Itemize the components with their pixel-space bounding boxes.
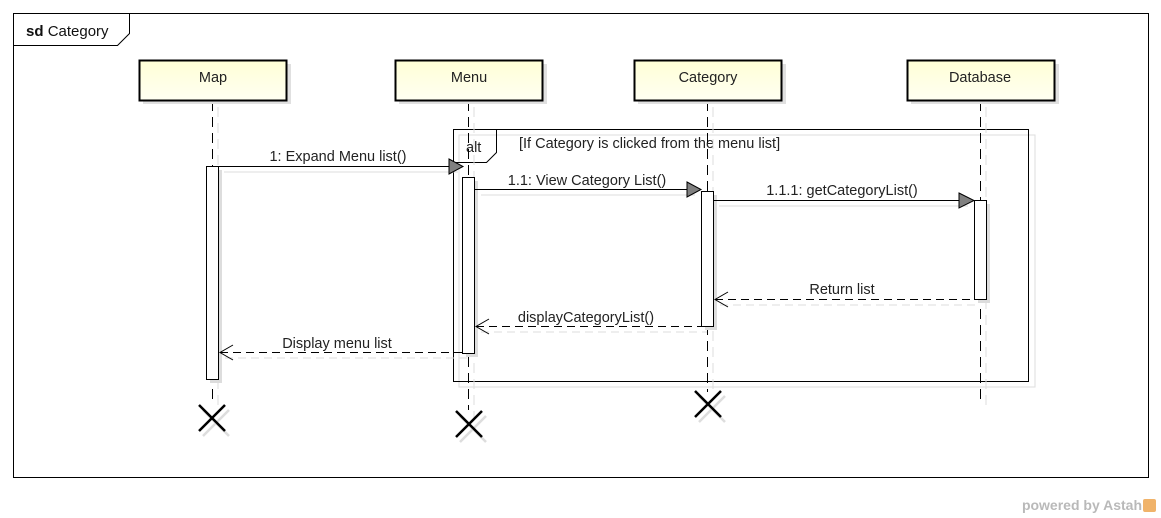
- destroy-marker-category: [694, 390, 726, 423]
- frame-keyword: sd: [26, 23, 44, 40]
- message-3-label: 1.1.1: getCategoryList(): [766, 183, 918, 199]
- message-1-label: 1: Expand Menu list(): [269, 149, 406, 165]
- message-5-label: displayCategoryList(): [518, 310, 654, 326]
- activation-bars: [206, 166, 990, 383]
- alt-guard: [If Category is clicked from the menu li…: [519, 136, 780, 152]
- watermark-text: powered by Astah: [1021, 497, 1142, 513]
- message-2[interactable]: 1.1: View Category List(): [475, 173, 703, 198]
- message-5-reply[interactable]: displayCategoryList(): [474, 310, 707, 335]
- lifeline-database[interactable]: Database: [906, 59, 1060, 105]
- lifeline-database-label: Database: [949, 70, 1011, 86]
- message-4-reply[interactable]: Return list: [713, 282, 980, 308]
- astah-watermark: powered by Astah: [1022, 497, 1156, 513]
- destroy-marker-map: [198, 404, 230, 437]
- lifeline-menu[interactable]: Menu: [394, 59, 548, 105]
- frame-name: Category: [48, 23, 109, 40]
- message-1[interactable]: 1: Expand Menu list(): [219, 149, 465, 175]
- astah-logo-icon: [1143, 499, 1156, 512]
- lifeline-menu-label: Menu: [451, 70, 487, 86]
- message-3[interactable]: 1.1.1: getCategoryList(): [714, 183, 976, 209]
- message-2-label: 1.1: View Category List(): [508, 173, 667, 189]
- lifeline-map[interactable]: Map: [138, 59, 292, 105]
- frame-title: sd Category: [26, 23, 109, 40]
- message-6-label: Display menu list: [282, 336, 392, 352]
- lifeline-category-label: Category: [679, 70, 739, 86]
- message-4-label: Return list: [809, 282, 874, 298]
- lifeline-category[interactable]: Category: [633, 59, 787, 105]
- message-6-reply[interactable]: Display menu list: [218, 336, 468, 361]
- lifeline-map-label: Map: [199, 70, 227, 86]
- destroy-marker-menu: [455, 410, 487, 443]
